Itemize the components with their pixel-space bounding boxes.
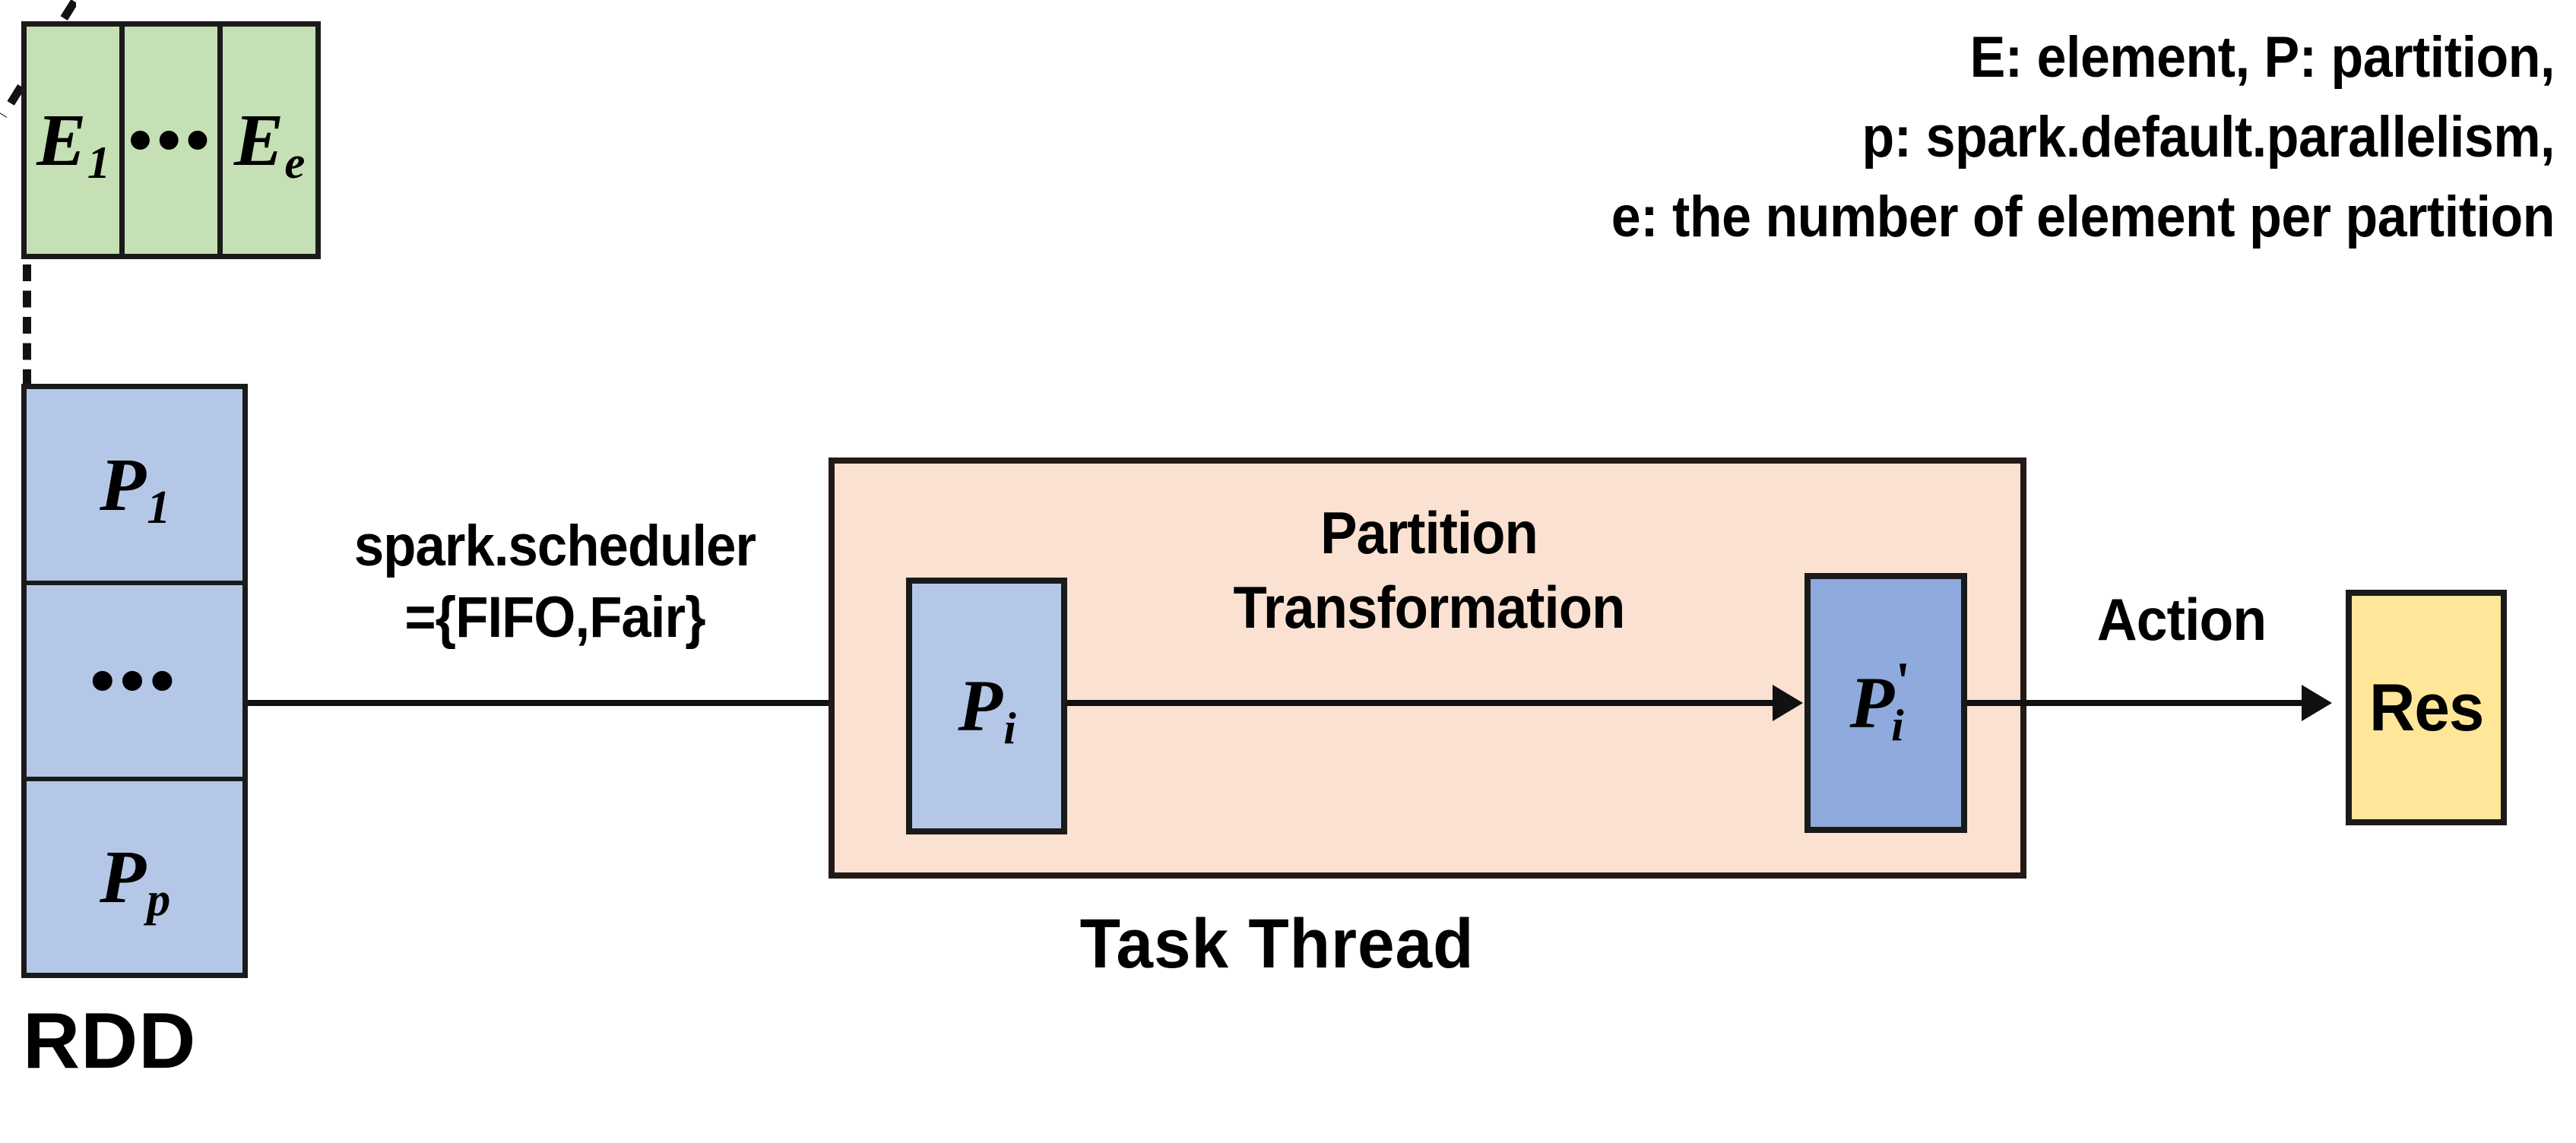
legend-text: E: element, P: partition, p: spark.defau… xyxy=(1506,18,2555,258)
rdd-partition-column: P1 ••• Pp xyxy=(21,384,248,978)
legend-line-1: E: element, P: partition, xyxy=(1969,25,2555,90)
scheduler-line-1: spark.scheduler xyxy=(353,514,756,578)
arrow-action-line xyxy=(1967,700,2303,706)
element-label-e1: E1 xyxy=(36,99,111,188)
arrow-action-head xyxy=(2302,685,2332,721)
result-label: Res xyxy=(2368,670,2484,745)
dashed-connector-left xyxy=(23,264,31,386)
partition-output-label: P'i xyxy=(1849,652,1911,750)
partition-transformation-caption: Partition Transformation xyxy=(1118,496,1740,645)
legend-line-2: p: spark.default.parallelism, xyxy=(1862,104,2555,169)
arrow-rdd-to-task-line xyxy=(248,700,876,706)
partition-input-label: Pi xyxy=(958,665,1016,753)
transform-line-2: Transformation xyxy=(1233,574,1626,641)
element-ellipsis: ••• xyxy=(128,101,214,179)
action-label: Action xyxy=(2096,586,2267,653)
arrow-transform-line xyxy=(1067,700,1774,706)
partition-output-box: P'i xyxy=(1804,573,1967,833)
scheduler-caption: spark.scheduler ={FIFO,Fair} xyxy=(293,511,816,654)
legend-line-3: e: the number of element per partition xyxy=(1611,184,2555,249)
element-label-ee: Ee xyxy=(233,99,306,188)
element-cell-ellipsis: ••• xyxy=(119,27,217,254)
scheduler-line-2: ={FIFO,Fair} xyxy=(404,585,705,651)
element-strip: E1 ••• Ee xyxy=(21,21,321,259)
transform-line-1: Partition xyxy=(1320,499,1538,566)
partition-input-box: Pi xyxy=(906,578,1067,834)
rdd-cell-p1: P1 xyxy=(27,389,242,581)
rdd-caption: RDD xyxy=(23,997,197,1085)
arrow-transform-head xyxy=(1773,685,1803,721)
rdd-label-pp: Pp xyxy=(99,834,171,926)
rdd-ellipsis: ••• xyxy=(89,639,180,721)
rdd-cell-pp: Pp xyxy=(27,777,242,973)
task-thread-caption: Task Thread xyxy=(1079,905,1475,983)
rdd-cell-ellipsis: ••• xyxy=(27,581,242,777)
result-box: Res xyxy=(2346,590,2507,825)
element-cell-last: Ee xyxy=(217,27,315,254)
rdd-label-p1: P1 xyxy=(99,442,171,534)
element-cell-first: E1 xyxy=(27,27,119,254)
